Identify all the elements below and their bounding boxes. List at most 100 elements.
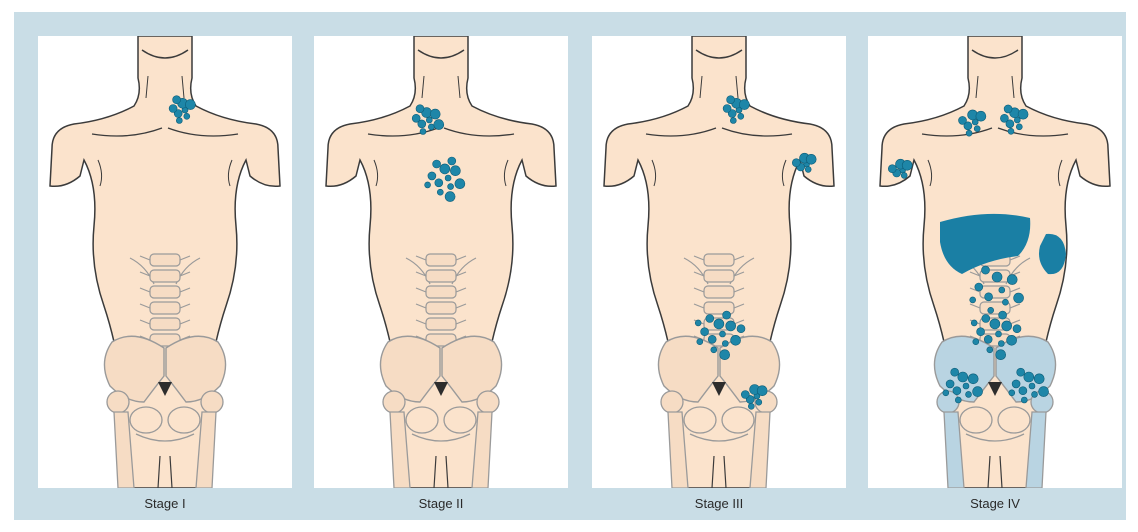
lymph-node bbox=[1032, 391, 1038, 397]
lymph-node bbox=[416, 105, 424, 113]
vertebra bbox=[704, 270, 734, 282]
lymph-node bbox=[975, 283, 983, 291]
vertebra bbox=[426, 318, 456, 330]
vertebra bbox=[150, 254, 180, 266]
femur-head-left bbox=[383, 391, 405, 413]
body-group bbox=[880, 36, 1110, 488]
lymph-node bbox=[448, 184, 454, 190]
stage-1-label: Stage I bbox=[38, 496, 292, 511]
lymph-node bbox=[990, 319, 1000, 329]
lymph-node bbox=[955, 397, 961, 403]
lymph-node bbox=[434, 120, 444, 130]
lymph-node bbox=[748, 403, 754, 409]
lymph-node bbox=[901, 172, 907, 178]
lymph-node bbox=[984, 335, 992, 343]
lymph-node bbox=[697, 339, 703, 345]
lymph-node bbox=[976, 111, 986, 121]
lymph-node bbox=[998, 341, 1004, 347]
lymph-node bbox=[701, 328, 709, 336]
lymph-node bbox=[805, 166, 811, 172]
stage-2-panel bbox=[314, 36, 568, 488]
lymph-node bbox=[1008, 128, 1014, 134]
lymph-node bbox=[982, 266, 990, 274]
lymph-node bbox=[720, 350, 730, 360]
lymph-node bbox=[1018, 109, 1028, 119]
lymph-node bbox=[440, 164, 450, 174]
lymph-node bbox=[727, 96, 735, 104]
vertebra bbox=[426, 254, 456, 266]
lymph-node bbox=[1000, 114, 1008, 122]
vertebra bbox=[426, 270, 456, 282]
lymph-node bbox=[1009, 390, 1015, 396]
lymph-node bbox=[902, 160, 912, 170]
lymph-node bbox=[977, 328, 985, 336]
lymph-node bbox=[756, 399, 762, 405]
lymph-node bbox=[806, 154, 816, 164]
vertebra bbox=[704, 286, 734, 298]
lymph-node bbox=[985, 293, 993, 301]
vertebra bbox=[150, 318, 180, 330]
lymph-node bbox=[982, 315, 990, 323]
lymph-node bbox=[951, 368, 959, 376]
vertebra bbox=[150, 270, 180, 282]
femur-head-left bbox=[107, 391, 129, 413]
lymph-node bbox=[711, 347, 717, 353]
stage-1-panel bbox=[38, 36, 292, 488]
femur-head-left bbox=[661, 391, 683, 413]
lymph-node bbox=[1034, 374, 1044, 384]
lymph-node bbox=[996, 331, 1002, 337]
stage-2-body-illustration bbox=[314, 36, 568, 488]
femur-head-right bbox=[477, 391, 499, 413]
lymph-node bbox=[888, 165, 896, 173]
lymph-node bbox=[737, 325, 745, 333]
lymph-node bbox=[1029, 383, 1035, 389]
lymph-node bbox=[720, 331, 726, 337]
lymph-node bbox=[173, 96, 181, 104]
stage-3-label: Stage III bbox=[592, 496, 846, 511]
lymph-node bbox=[988, 307, 994, 313]
lymph-node bbox=[445, 175, 451, 181]
lymph-node bbox=[428, 124, 434, 130]
body-group bbox=[604, 36, 834, 488]
lymph-node bbox=[792, 159, 800, 167]
lymph-node bbox=[987, 347, 993, 353]
lymph-node bbox=[943, 390, 949, 396]
lymph-node bbox=[412, 114, 420, 122]
lymph-node bbox=[996, 350, 1006, 360]
stage-3-panel bbox=[592, 36, 846, 488]
lymph-node bbox=[946, 380, 954, 388]
stage-4-panel bbox=[868, 36, 1122, 488]
lymph-node bbox=[695, 320, 701, 326]
lymph-node bbox=[437, 189, 443, 195]
lymph-node bbox=[425, 182, 431, 188]
lymph-node bbox=[731, 335, 741, 345]
lymph-node bbox=[426, 117, 432, 123]
lymph-node bbox=[968, 374, 978, 384]
lymph-node bbox=[1021, 397, 1027, 403]
lymph-node bbox=[714, 319, 724, 329]
lymph-node bbox=[430, 109, 440, 119]
lymph-node bbox=[739, 100, 749, 110]
stage-4-body-illustration bbox=[868, 36, 1122, 488]
lymph-node bbox=[445, 192, 455, 202]
lymph-node bbox=[757, 386, 767, 396]
lymph-node bbox=[435, 179, 443, 187]
lymph-node bbox=[966, 391, 972, 397]
stage-4-label: Stage IV bbox=[868, 496, 1122, 511]
lymph-node bbox=[953, 387, 961, 395]
lymph-node bbox=[1039, 387, 1049, 397]
vertebra bbox=[426, 286, 456, 298]
lymph-node bbox=[428, 172, 436, 180]
lymph-node bbox=[1004, 105, 1012, 113]
lymph-node bbox=[455, 179, 465, 189]
lymph-node bbox=[1002, 299, 1008, 305]
lymph-node bbox=[1013, 325, 1021, 333]
lymph-node bbox=[706, 315, 714, 323]
lymph-node bbox=[185, 100, 195, 110]
lymph-node bbox=[169, 105, 177, 113]
vertebra bbox=[150, 286, 180, 298]
vertebra bbox=[426, 302, 456, 314]
lymph-node bbox=[1016, 124, 1022, 130]
lymph-node bbox=[708, 335, 716, 343]
lymph-node bbox=[974, 126, 980, 132]
